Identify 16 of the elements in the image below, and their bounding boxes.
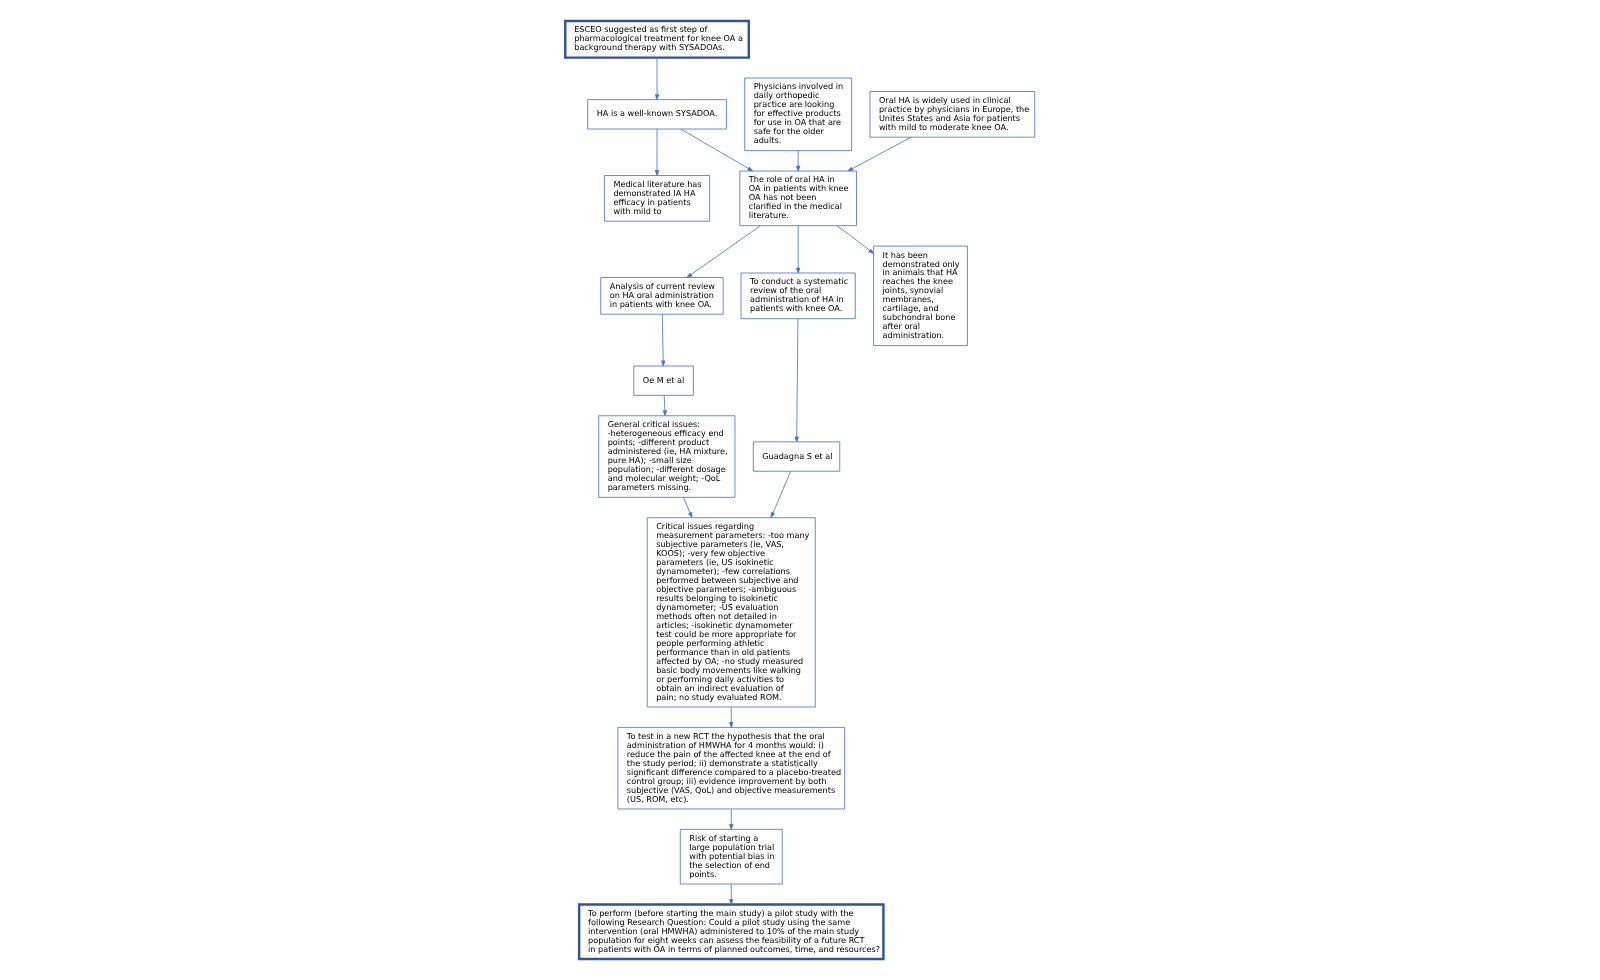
arrow bbox=[729, 706, 734, 728]
arrow bbox=[796, 225, 801, 274]
arrow bbox=[836, 225, 874, 254]
arrow bbox=[661, 313, 666, 367]
arrow bbox=[794, 318, 799, 443]
arrow bbox=[686, 225, 761, 278]
arrow bbox=[683, 497, 693, 518]
arrow bbox=[654, 57, 660, 100]
arrow bbox=[729, 883, 734, 905]
arrow bbox=[680, 128, 754, 172]
arrow bbox=[796, 150, 801, 172]
arrow bbox=[770, 470, 792, 518]
arrow bbox=[662, 395, 667, 416]
arrow bbox=[654, 128, 660, 176]
arrow bbox=[847, 136, 912, 172]
arrow bbox=[729, 808, 734, 830]
